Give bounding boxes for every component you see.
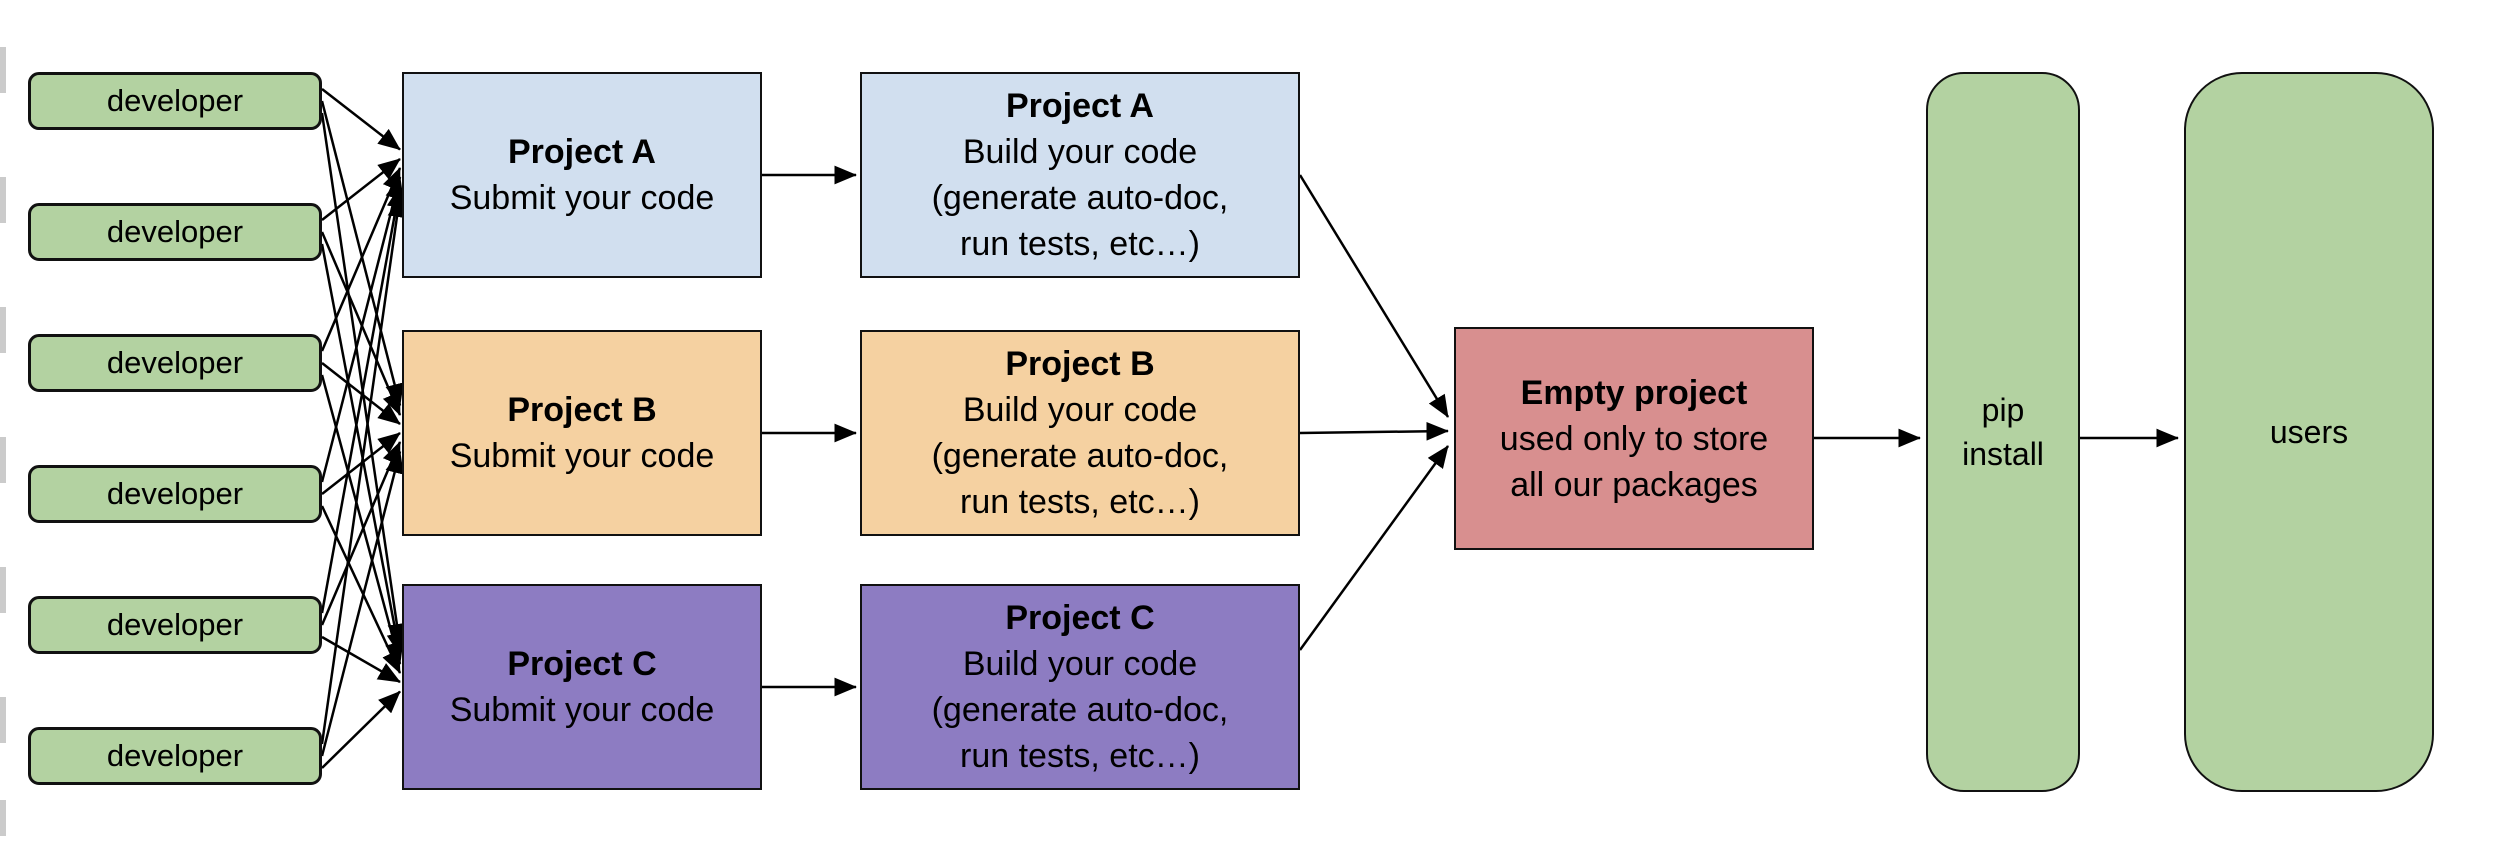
developer-node-1: developer: [28, 72, 322, 130]
empty-project-title: Empty project: [1520, 373, 1748, 412]
arrow-dev4-projectC: [320, 505, 402, 674]
project-b-build-title: Project B: [1005, 345, 1155, 383]
project-a-submit-line: Submit your code: [449, 179, 715, 217]
canvas-edge-artifact: [0, 437, 6, 483]
project-b-build-line1: Build your code: [962, 391, 1198, 429]
arrow-dev3-projectB: [321, 362, 401, 425]
users-label: users: [2269, 413, 2349, 450]
arrow-dev1-projectC: [320, 112, 407, 647]
project-a-build-node: Project A Build your code (generate auto…: [860, 72, 1300, 278]
arrow-dev1-projectB: [320, 100, 404, 407]
arrow-buildA-empty: [1298, 174, 1450, 418]
empty-project-line1: used only to store: [1499, 419, 1769, 458]
users-node: users: [2184, 72, 2434, 792]
project-c-build-line2: (generate auto-doc,: [931, 691, 1229, 729]
project-a-build-line1: Build your code: [962, 133, 1198, 171]
project-b-build-node: Project B Build your code (generate auto…: [860, 330, 1300, 536]
project-a-build-line3: run tests, etc…): [960, 225, 1200, 263]
developer-label: developer: [106, 607, 244, 642]
project-c-submit-title: Project C: [507, 645, 657, 683]
developer-node-4: developer: [28, 465, 322, 523]
canvas-edge-artifact: [0, 307, 6, 353]
canvas-edge-artifact: [0, 697, 6, 743]
project-c-build-node: Project C Build your code (generate auto…: [860, 584, 1300, 790]
project-c-submit-node: Project C Submit your code: [402, 584, 762, 790]
project-c-submit-line: Submit your code: [449, 691, 715, 729]
arrow-buildC-empty: [1298, 445, 1450, 651]
project-c-build-line1: Build your code: [962, 645, 1198, 683]
arrow-dev4-projectA: [320, 176, 404, 483]
arrow-buildB-empty: [1299, 421, 1449, 441]
arrow-dev4-projectB: [321, 432, 401, 495]
arrow-dev6-projectB: [320, 450, 404, 757]
arrow-dev5-projectB: [320, 441, 402, 626]
empty-project-node: Empty project used only to store all our…: [1454, 327, 1814, 550]
project-a-build-title: Project A: [1005, 87, 1154, 125]
project-a-submit-node: Project A Submit your code: [402, 72, 762, 278]
developer-label: developer: [106, 214, 244, 249]
arrow-dev1-projectA: [321, 88, 401, 151]
project-c-build-line3: run tests, etc…): [960, 737, 1200, 775]
arrow-dev2-projectB: [320, 231, 402, 416]
arrow-dev3-projectC: [320, 374, 404, 665]
arrow-dev5-projectA: [320, 185, 406, 614]
project-c-build-title: Project C: [1005, 599, 1155, 637]
project-a-submit-title: Project A: [507, 133, 656, 171]
developer-label: developer: [106, 738, 244, 773]
project-b-build-line2: (generate auto-doc,: [931, 437, 1229, 475]
canvas-edge-artifact: [0, 177, 6, 223]
developer-label: developer: [106, 83, 244, 118]
project-b-build-line3: run tests, etc…): [960, 483, 1200, 521]
canvas-edge-artifact: [0, 567, 6, 613]
project-b-submit-node: Project B Submit your code: [402, 330, 762, 536]
arrow-dev6-projectC: [321, 690, 401, 769]
empty-project-line2: all our packages: [1510, 465, 1758, 504]
canvas-edge-artifact: [0, 800, 6, 836]
project-b-submit-title: Project B: [507, 391, 657, 429]
project-b-submit-line: Submit your code: [449, 437, 715, 475]
developer-node-5: developer: [28, 596, 322, 654]
pip-install-line2: install: [1962, 436, 2044, 472]
arrow-dev2-projectA: [321, 158, 401, 221]
developer-node-2: developer: [28, 203, 322, 261]
developer-label: developer: [106, 476, 244, 511]
developer-label: developer: [106, 345, 244, 380]
pip-install-node: pip install: [1926, 72, 2080, 792]
arrow-dev6-projectA: [320, 194, 407, 745]
pip-install-line1: pip: [1981, 392, 2025, 428]
arrow-dev3-projectA: [320, 167, 402, 352]
project-a-build-line2: (generate auto-doc,: [931, 179, 1229, 217]
developer-node-3: developer: [28, 334, 322, 392]
developer-node-6: developer: [28, 727, 322, 785]
arrow-dev5-projectC: [321, 635, 401, 684]
canvas-edge-artifact: [0, 47, 6, 93]
arrow-dev2-projectC: [320, 243, 406, 656]
